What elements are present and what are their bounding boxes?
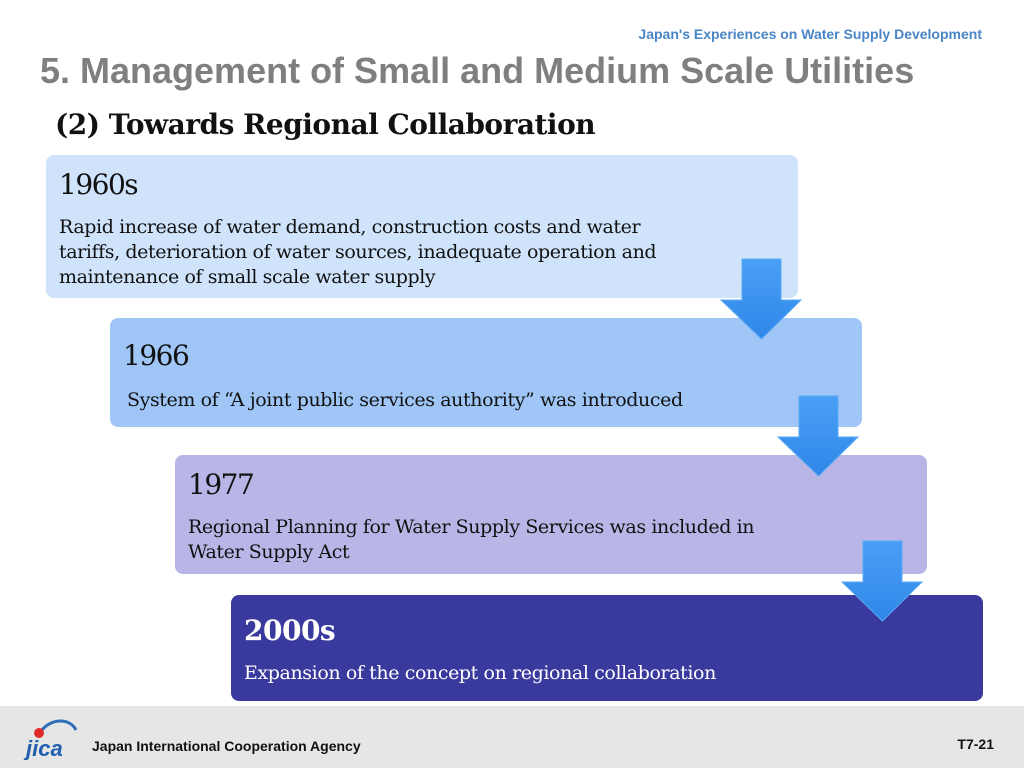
timeline-year: 1960s (59, 168, 139, 201)
down-arrow-icon (841, 540, 923, 622)
section-title: (2) Towards Regional Collaboration (55, 108, 596, 141)
timeline-year: 2000s (244, 614, 336, 647)
jica-logo: jica (23, 719, 78, 760)
timeline-box-2000s: 2000s Expansion of the concept on region… (231, 595, 983, 701)
timeline-box-1977: 1977 Regional Planning for Water Supply … (175, 455, 927, 574)
page-title: 5. Management of Small and Medium Scale … (40, 50, 915, 91)
timeline-description: Rapid increase of water demand, construc… (59, 216, 657, 288)
timeline-box-1966: 1966 System of “A joint public services … (110, 318, 862, 427)
header-subtitle: Japan's Experiences on Water Supply Deve… (638, 26, 982, 42)
footer: jica Japan International Cooperation Age… (0, 706, 1024, 768)
timeline-description: Expansion of the concept on regional col… (244, 662, 716, 684)
timeline-box-1960s: 1960s Rapid increase of water demand, co… (46, 155, 798, 298)
timeline-description: Regional Planning for Water Supply Servi… (188, 516, 755, 563)
timeline-year: 1966 (123, 339, 190, 372)
down-arrow-icon (720, 258, 802, 340)
logo-text: jica (23, 736, 63, 760)
page-number: T7-21 (957, 736, 994, 752)
timeline-year: 1977 (188, 468, 255, 501)
timeline-description: System of “A joint public services autho… (127, 389, 683, 411)
down-arrow-icon (777, 395, 859, 477)
agency-name: Japan International Cooperation Agency (92, 738, 361, 754)
